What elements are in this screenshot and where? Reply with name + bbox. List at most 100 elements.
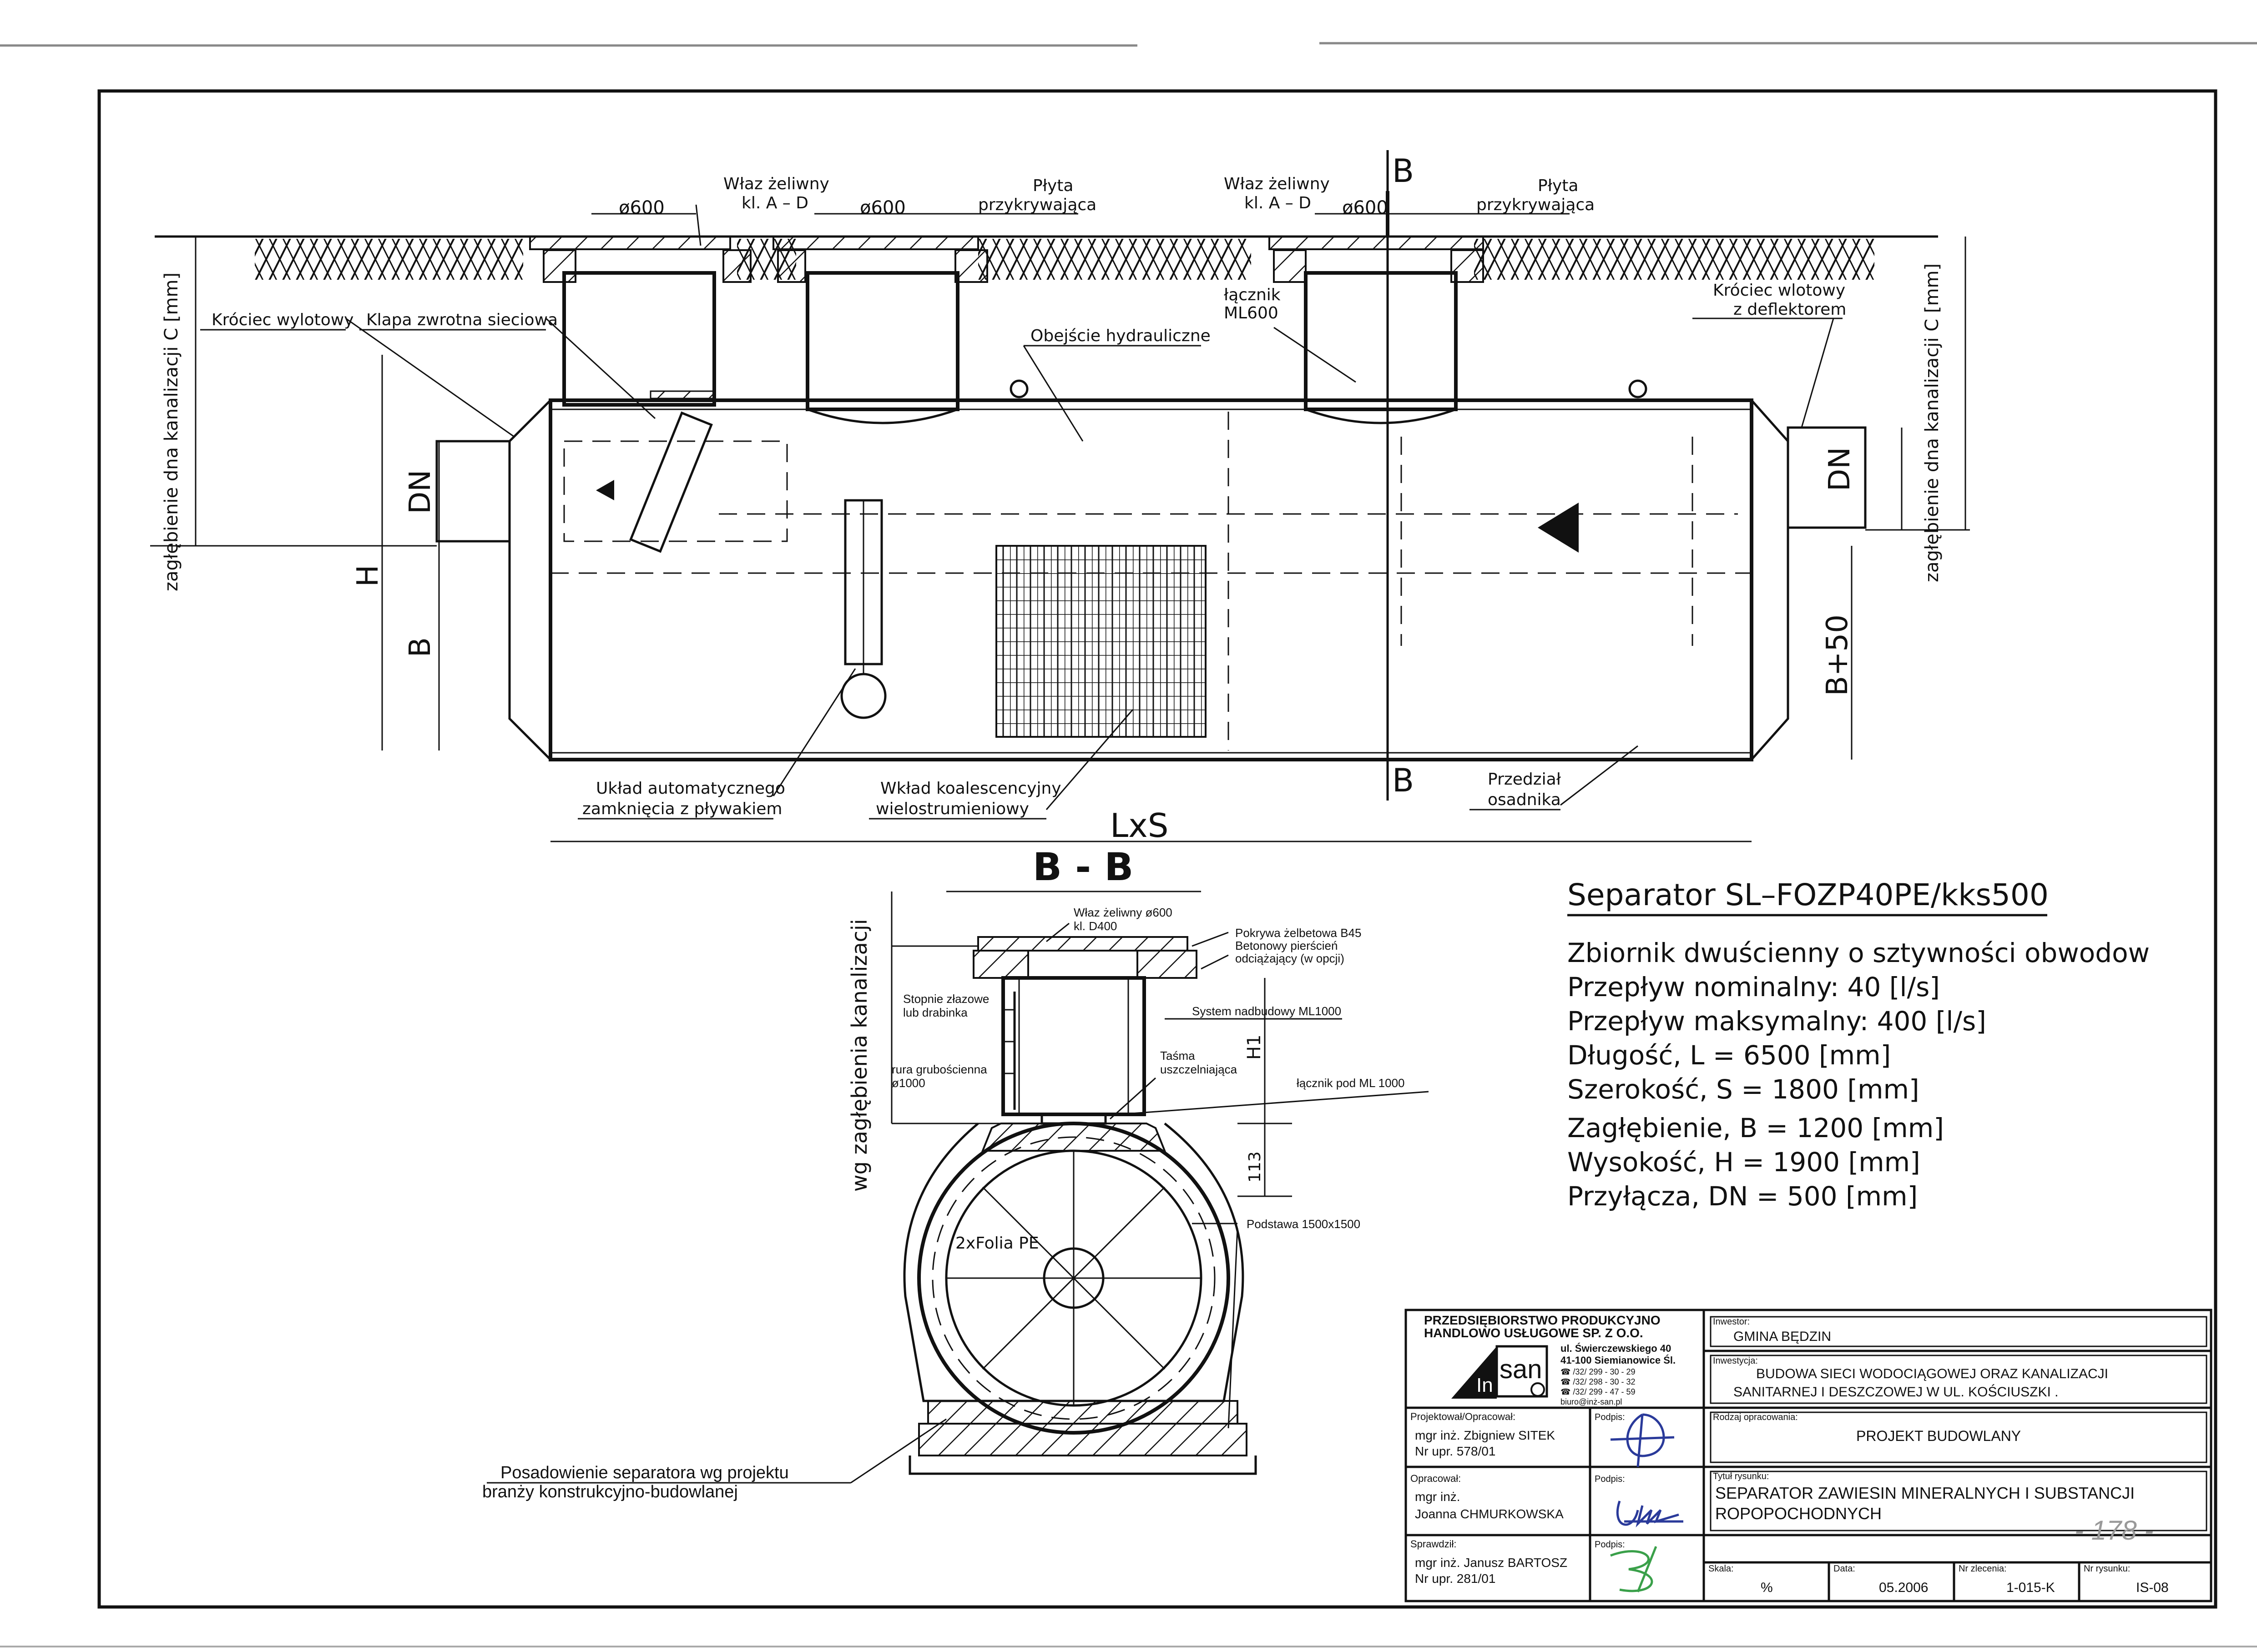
tank-body — [549, 398, 1753, 761]
tb-sprawdzil-label: Sprawdził: — [1410, 1538, 1456, 1550]
tb-email: biuro@inż-san.pl — [1560, 1397, 1622, 1406]
label-przedzial-1: Przedział — [1488, 770, 1561, 789]
lid-plate-2 — [773, 236, 979, 250]
label-wlaz-2-cls: kl. A – D — [1244, 194, 1311, 212]
side-label-left: zagłębienie dna kanalizacji C [mm] — [161, 272, 182, 591]
section-riser — [1001, 976, 1146, 1116]
tb-podpis-label-2: Podpis: — [1595, 1474, 1625, 1484]
main-view-labels: Właz żeliwny kl. A – D ø600 ø600 ø600 Pł… — [161, 152, 1943, 845]
tb-data-label: Data: — [1833, 1564, 1855, 1574]
sec-label-rura-2: ø1000 — [892, 1076, 925, 1090]
soil-hatch-1 — [255, 239, 523, 280]
label-wlaz-2: Właz żeliwny — [1224, 175, 1330, 193]
label-wlaz-1-cls: kl. A – D — [742, 194, 808, 212]
label-przedzial-2: osadnika — [1488, 791, 1561, 809]
soil-hatch-3 — [978, 239, 1251, 280]
tb-nr-rysunku-label: Nr rysunku: — [2084, 1564, 2130, 1574]
tb-projektowal-2: Nr upr. 578/01 — [1415, 1444, 1495, 1458]
sec-label-folia: 2xFolia PE — [955, 1234, 1039, 1253]
tb-inwestycja-2: SANITARNEJ I DESZCZOWEJ W UL. KOŚCIUSZKI… — [1733, 1384, 2059, 1400]
tb-inwestor: GMINA BĘDZIN — [1733, 1329, 1831, 1344]
label-krociec-wylotowy: Króciec wylotowy — [212, 311, 354, 329]
tb-tytul-1: SEPARATOR ZAWIESIN MINERALNYCH I SUBSTAN… — [1715, 1484, 2135, 1502]
sec-dim-h1: H1 — [1244, 1034, 1265, 1060]
tb-podpis-label-1: Podpis: — [1595, 1412, 1625, 1422]
label-lacznik-2: ML600 — [1224, 304, 1278, 322]
tb-opracowal-1: mgr inż. — [1415, 1490, 1460, 1504]
section-mark-top: B — [1392, 152, 1414, 190]
label-d600-c: ø600 — [1342, 197, 1388, 218]
tb-company-1: PRZEDSIĘBIORSTWO PRODUKCYJNO — [1424, 1313, 1661, 1327]
company-logo-icon: In san — [1451, 1345, 1548, 1399]
inlet-pipe — [1787, 426, 1867, 529]
riser-1 — [562, 271, 716, 407]
label-plyta-2: Płyta — [1538, 176, 1578, 195]
section-view-labels: B - B wg zagłębienia kanalizacji Właz że… — [482, 845, 1405, 1501]
title-block-frame — [1404, 1309, 2212, 1602]
label-wlaz-1: Właz żeliwny — [723, 175, 829, 193]
tb-address-2: 41-100 Siemianowice Śl. — [1560, 1355, 1676, 1366]
tb-nr-rysunku: IS-08 — [2136, 1580, 2169, 1595]
sec-label-stopnie-1: Stopnie złazowe — [903, 992, 989, 1006]
section-mark-bottom: B — [1392, 762, 1414, 799]
spec-line-5: Zagłębienie, B = 1200 [mm] — [1567, 1113, 1944, 1143]
sec-label-pokrywa: Pokrywa żelbetowa B45 — [1235, 926, 1361, 940]
sec-label-tasma-1: Taśma — [1160, 1049, 1195, 1063]
sec-label-stopnie-2: lub drabinka — [903, 1006, 968, 1019]
sec-label-pierscien: Betonowy pierścień — [1235, 939, 1338, 952]
tb-inwestor-label: Inwestor: — [1713, 1317, 1750, 1327]
label-d600-b: ø600 — [860, 197, 906, 218]
sec-label-wlaz-cls: kl. D400 — [1074, 919, 1117, 933]
tb-tytul-label: Tytuł rysunku: — [1713, 1471, 1769, 1481]
label-uklad-1: Układ automatycznego — [596, 779, 785, 798]
base-slab — [927, 1400, 1238, 1425]
title-block: PRZEDSIĘBIORSTWO PRODUKCYJNO HANDLOWO US… — [1404, 1309, 2212, 1602]
tb-address-1: ul. Świerczewskiego 40 — [1560, 1343, 1671, 1354]
spec-line-0: Zbiornik dwuścienny o sztywności obwodow — [1567, 937, 2150, 968]
sec-label-posadowienie-2: branży konstrukcyjno-budowlanej — [482, 1482, 738, 1501]
section-title: B - B — [1033, 845, 1133, 889]
tank-end-left — [508, 399, 551, 761]
spec-line-1: Przepływ nominalny: 40 [l/s] — [1567, 972, 1940, 1002]
riser-2 — [806, 271, 959, 411]
label-plyta-1: Płyta — [1033, 176, 1073, 195]
label-plyta-2b: przykrywająca — [1476, 196, 1595, 214]
dim-lxs: LxS — [1110, 806, 1168, 845]
section-side-label: wg zagłębienia kanalizacji — [847, 919, 872, 1192]
tb-opracowal-label: Opracował: — [1410, 1473, 1461, 1484]
tb-sprawdzil-2: Nr upr. 281/01 — [1415, 1571, 1495, 1586]
tb-inwestycja-label: Inwestycja: — [1713, 1356, 1758, 1366]
flow-arrow-small — [596, 480, 614, 500]
flap-valve — [629, 411, 713, 553]
tb-inwestycja-1: BUDOWA SIECI WODOCIĄGOWEJ ORAZ KANALIZAC… — [1756, 1366, 2108, 1381]
signature-3 — [1610, 1546, 1657, 1592]
signature-2 — [1616, 1501, 1683, 1528]
tb-data: 05.2006 — [1879, 1580, 1928, 1595]
label-plyta-1b: przykrywająca — [978, 196, 1096, 214]
dim-dn-left: DN — [404, 470, 437, 514]
tb-phone-3: ☎ /32/ 299 - 47 - 59 — [1560, 1387, 1636, 1396]
tb-opracowal-2: Joanna CHMURKOWSKA — [1415, 1507, 1564, 1521]
sec-dim-113: 113 — [1246, 1151, 1264, 1183]
signature-1 — [1610, 1413, 1675, 1467]
tb-skala: % — [1761, 1580, 1773, 1595]
tb-handwritten-number: - 178 - — [2075, 1515, 2153, 1546]
sec-label-wlaz: Właz żeliwny ø600 — [1074, 906, 1172, 919]
label-wklad-1: Wkład koalescencyjny — [880, 779, 1061, 798]
riser-3 — [1304, 271, 1458, 411]
tb-projektowal-1: mgr inż. Zbigniew SITEK — [1415, 1428, 1555, 1442]
dim-b: B — [404, 637, 437, 657]
tb-skala-label: Skala: — [1708, 1564, 1734, 1574]
tb-podpis-label-3: Podpis: — [1595, 1540, 1625, 1550]
specs-block: Separator SL–FOZP40PE/kks500 Zbiornik dw… — [1567, 877, 2150, 1212]
label-uklad-2: zamknięcia z pływakiem — [582, 800, 782, 818]
tb-tytul-2: ROPOPOCHODNYCH — [1715, 1504, 1882, 1523]
sec-label-podstawa: Podstawa 1500x1500 — [1247, 1217, 1360, 1231]
spec-line-4: Szerokość, S = 1800 [mm] — [1567, 1074, 1919, 1105]
soil-hatch-4 — [1474, 239, 1874, 280]
label-lacznik-1: łącznik — [1224, 286, 1281, 304]
logo-prefix: In — [1476, 1374, 1493, 1396]
tb-phone-2: ☎ /32/ 298 - 30 - 32 — [1560, 1377, 1636, 1386]
sec-label-lacznik: łącznik pod ML 1000 — [1297, 1076, 1405, 1090]
sec-label-tasma-2: uszczelniająca — [1160, 1063, 1237, 1076]
